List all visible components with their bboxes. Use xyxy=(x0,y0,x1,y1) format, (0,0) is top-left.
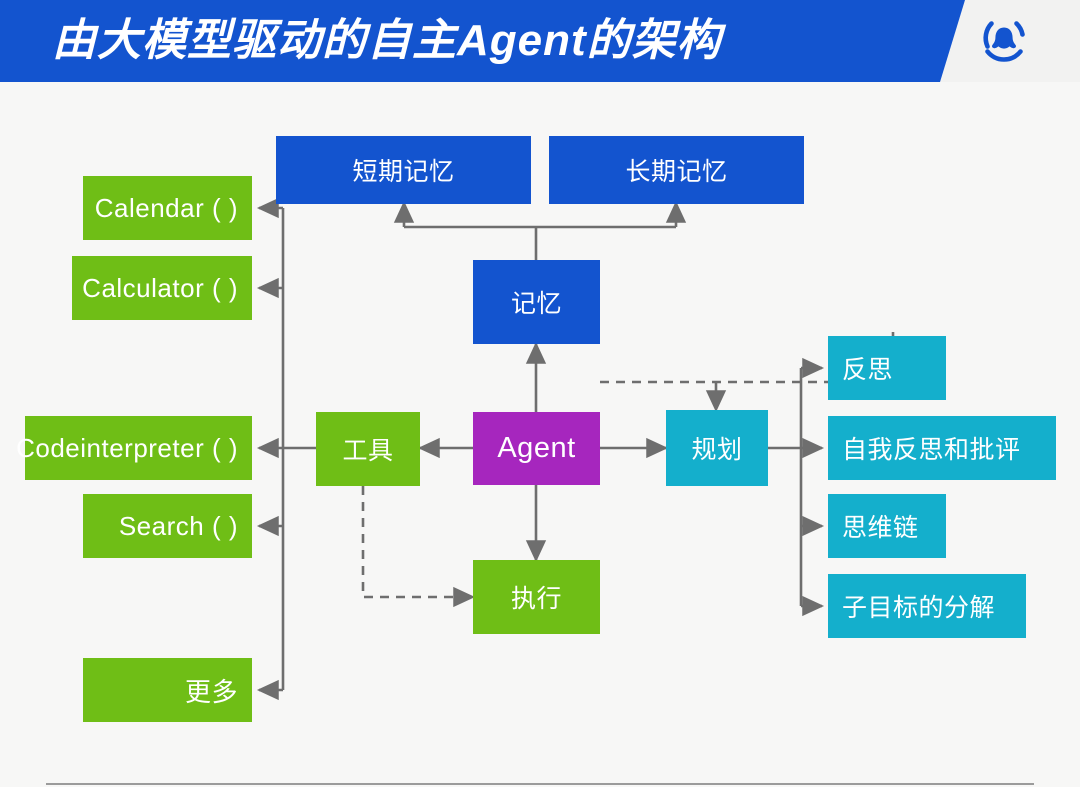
node-tools[interactable]: 工具 xyxy=(316,412,420,486)
tool-item-label: Calculator ( ) xyxy=(82,272,238,303)
header-blue-banner xyxy=(0,0,965,82)
planning-item-self-critique[interactable]: 自我反思和批评 xyxy=(828,416,1056,480)
node-label: 记忆 xyxy=(510,290,562,318)
tool-item-calculator[interactable]: Calculator ( ) xyxy=(72,256,252,320)
tool-item-more[interactable]: 更多 xyxy=(83,658,252,722)
node-label: 长期记忆 xyxy=(625,158,728,186)
node-agent[interactable]: Agent xyxy=(473,412,600,485)
node-memory[interactable]: 记忆 xyxy=(473,260,600,344)
tool-item-label: Calendar ( ) xyxy=(94,192,238,223)
tool-item-search[interactable]: Search ( ) xyxy=(83,494,252,558)
page-title: 由大模型驱动的自主Agent的架构 xyxy=(52,16,722,65)
tool-item-label: Codeinterpreter ( ) xyxy=(16,432,238,463)
node-label: 工具 xyxy=(342,437,394,465)
tool-item-label: 更多 xyxy=(184,676,238,707)
planning-item-label: 反思 xyxy=(842,356,894,384)
node-action[interactable]: 执行 xyxy=(473,560,600,634)
planning-item-label: 思维链 xyxy=(842,514,919,542)
planning-item-reflection[interactable]: 反思 xyxy=(828,336,946,400)
node-label: 短期记忆 xyxy=(352,158,455,186)
diagram-canvas: 短期记忆 长期记忆 记忆 Agent 工具 执行 规划 Calendar ( ) xyxy=(0,82,1080,787)
planning-item-label: 子目标的分解 xyxy=(842,594,996,622)
planning-item-subgoal-decomposition[interactable]: 子目标的分解 xyxy=(828,574,1026,638)
node-short-term-memory[interactable]: 短期记忆 xyxy=(276,136,531,204)
planning-item-chain-of-thought[interactable]: 思维链 xyxy=(828,494,946,558)
tool-item-codeinterpreter[interactable]: Codeinterpreter ( ) xyxy=(16,416,252,480)
planning-item-label: 自我反思和批评 xyxy=(842,436,1021,464)
node-planning[interactable]: 规划 xyxy=(666,410,768,486)
tencent-penguin-circle-icon xyxy=(978,15,1030,67)
node-label: Agent xyxy=(497,432,576,464)
footer-divider xyxy=(46,783,1034,785)
page-header: 由大模型驱动的自主Agent的架构 xyxy=(0,0,1080,82)
tool-item-calendar[interactable]: Calendar ( ) xyxy=(83,176,252,240)
tool-item-label: Search ( ) xyxy=(118,510,238,541)
node-label: 规划 xyxy=(691,436,743,464)
node-long-term-memory[interactable]: 长期记忆 xyxy=(549,136,804,204)
node-label: 执行 xyxy=(510,585,562,613)
